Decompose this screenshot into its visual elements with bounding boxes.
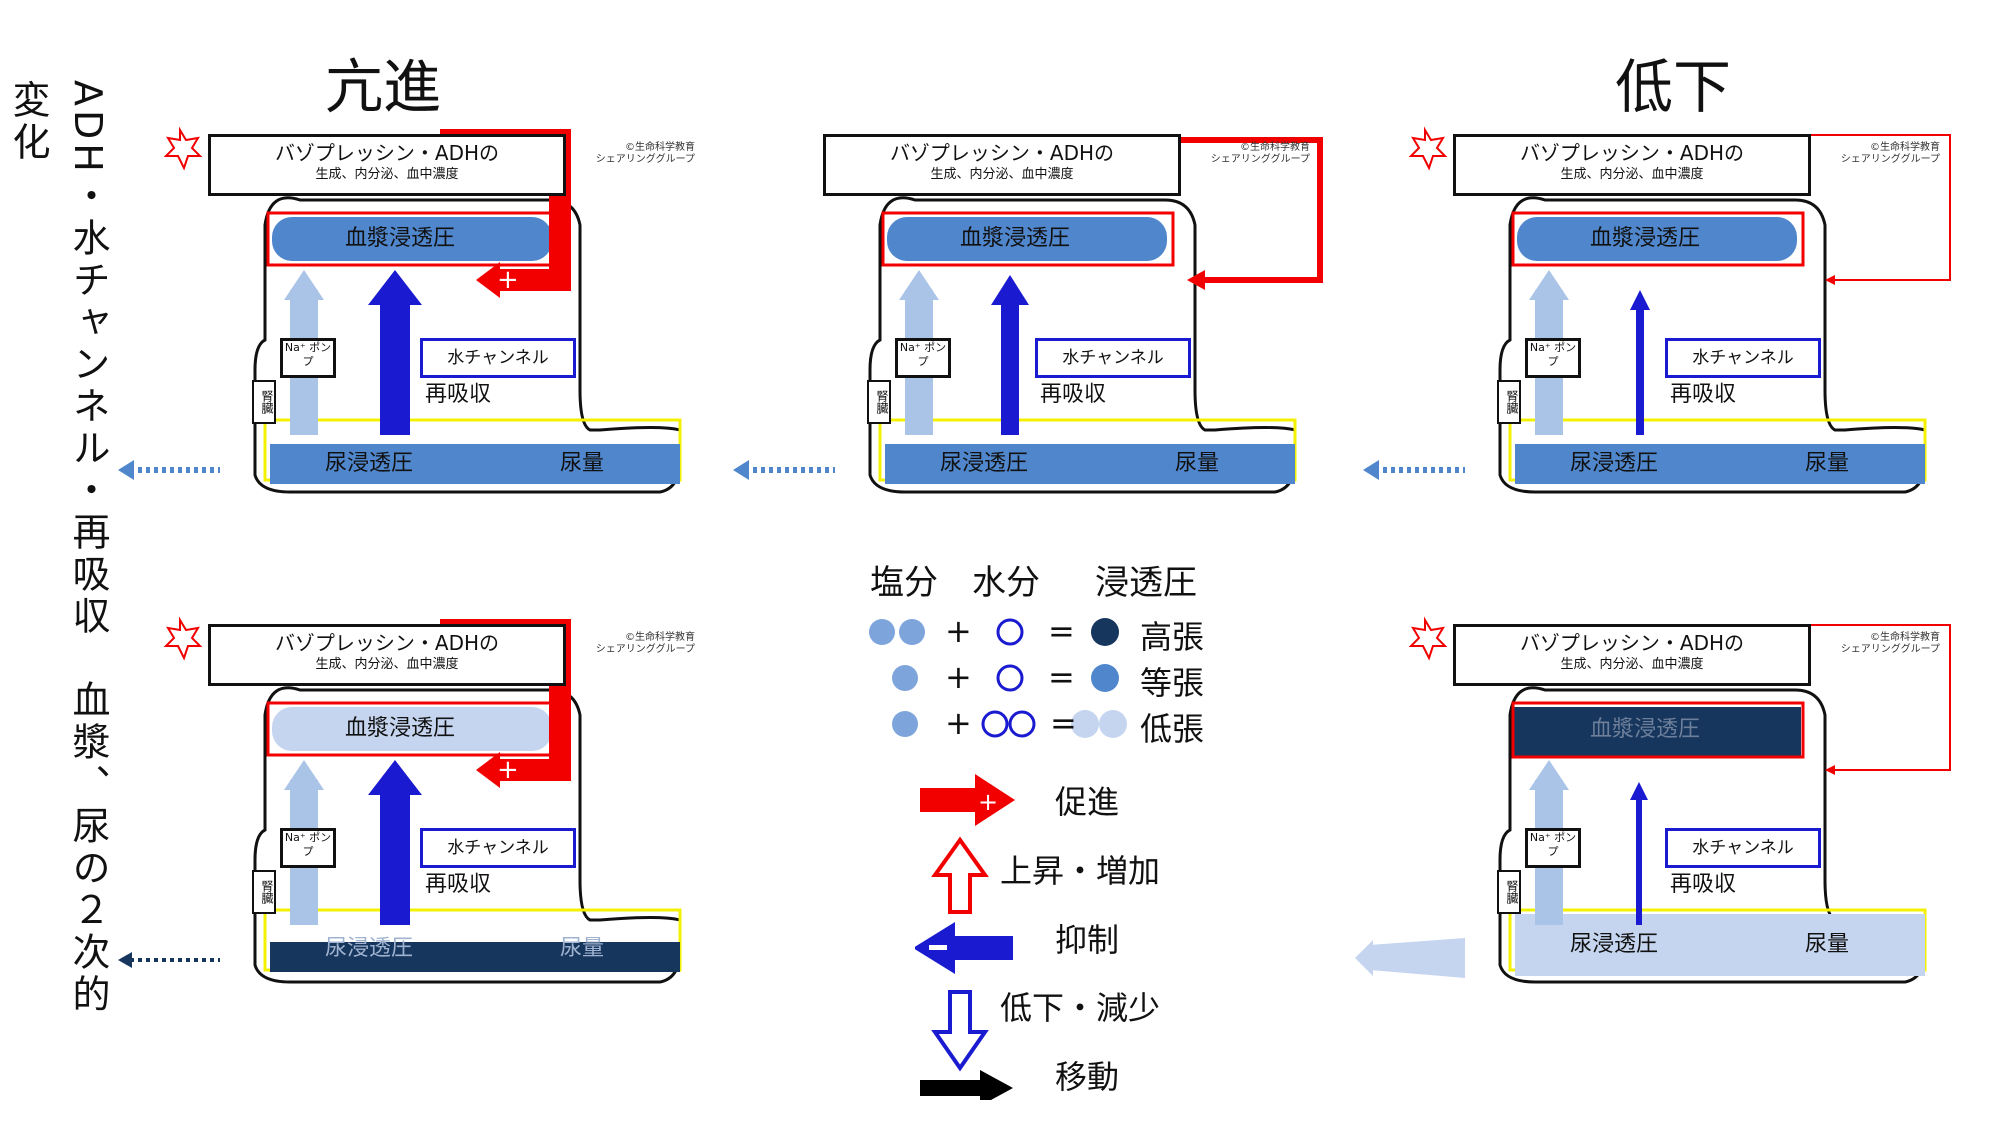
reabsorb-label: 再吸収 <box>1670 872 1737 897</box>
kidney-label: 腎臓 <box>252 380 276 424</box>
kidney-label: 腎臓 <box>867 380 891 424</box>
panel-decrease-bottom: バゾプレッシン・ADHの 生成、内分泌、血中濃度 ©生命科学教育シェアリンググル… <box>1355 616 1985 1000</box>
adh-subtitle: 生成、内分泌、血中濃度 <box>1560 167 1704 182</box>
legend-water-header: 水分 <box>972 563 1040 603</box>
adh-title: バゾプレッシン・ADHの <box>1519 631 1745 655</box>
adh-subtitle: 生成、内分泌、血中濃度 <box>315 657 459 672</box>
urine-volume-label: 尿量 <box>560 936 605 961</box>
legend-promote: 促進 <box>1055 783 1120 821</box>
rise-arrow-icon <box>931 836 989 914</box>
promote-arrow-icon <box>920 774 1015 826</box>
adh-box: バゾプレッシン・ADHの 生成、内分泌、血中濃度 <box>208 624 566 686</box>
water-channel-label: 水チャンネル <box>420 828 576 868</box>
reabsorb-label: 再吸収 <box>1670 382 1737 407</box>
legend-isotonic: 等張 <box>1140 664 1205 702</box>
legend-suppress: 抑制 <box>1055 921 1120 959</box>
plasma-label: 血漿浸透圧 <box>345 226 456 251</box>
svg-text:+: + <box>497 755 519 785</box>
adh-title: バゾプレッシン・ADHの <box>1519 141 1745 165</box>
adh-box: バゾプレッシン・ADHの 生成、内分泌、血中濃度 <box>208 134 566 196</box>
reabsorb-label: 再吸収 <box>1040 382 1107 407</box>
urine-volume-label: 尿量 <box>1805 451 1850 476</box>
urine-label: 尿浸透圧 <box>1570 932 1659 957</box>
svg-text:+: + <box>497 265 519 295</box>
copyright: ©生命科学教育シェアリンググループ <box>595 632 695 655</box>
side-title: ADH・水チャンネル・再吸収 血漿、尿の２次的変化 <box>6 80 110 1016</box>
panel-graphic <box>1355 616 1951 984</box>
na-pump-label: Na⁺ ポンプ <box>280 338 336 378</box>
legend-equals-1: = <box>1048 612 1075 650</box>
na-pump-label: Na⁺ ポンプ <box>1525 338 1581 378</box>
legend-salt-header: 塩分 <box>870 563 938 603</box>
legend-hypotonic: 低張 <box>1140 710 1205 748</box>
legend-plus-3: + <box>945 704 972 742</box>
copyright: ©生命科学教育シェアリンググループ <box>595 142 695 165</box>
legend-arrow-key: + <box>915 774 1015 1100</box>
panel-normal: バゾプレッシン・ADHの 生成、内分泌、血中濃度 ©生命科学教育シェアリンググル… <box>733 130 1355 510</box>
kidney-label: 腎臓 <box>252 870 276 914</box>
legend-hypertonic: 高張 <box>1140 618 1205 656</box>
legend-rise: 上昇・増加 <box>1000 852 1161 890</box>
legend-decline: 低下・減少 <box>1000 989 1161 1027</box>
legend-equals-3: = <box>1050 704 1077 742</box>
urine-volume-label: 尿量 <box>1175 451 1220 476</box>
water-channel-label: 水チャンネル <box>420 338 576 378</box>
urine-label: 尿浸透圧 <box>940 451 1029 476</box>
panel-graphic <box>733 137 1323 494</box>
heading-decrease: 低下 <box>1615 53 1732 121</box>
svg-text:+: + <box>978 788 998 816</box>
adh-box: バゾプレッシン・ADHの 生成、内分泌、血中濃度 <box>1453 624 1811 686</box>
adh-title: バゾプレッシン・ADHの <box>889 141 1115 165</box>
copyright: ©生命科学教育シェアリンググループ <box>1210 142 1310 165</box>
legend-plus-1: + <box>945 612 972 650</box>
adh-title: バゾプレッシン・ADHの <box>274 631 500 655</box>
legend-plus-2: + <box>945 658 972 696</box>
urine-label: 尿浸透圧 <box>1570 451 1659 476</box>
legend-osmotic-symbols <box>869 618 1127 738</box>
adh-title: バゾプレッシン・ADHの <box>274 141 500 165</box>
urine-label: 尿浸透圧 <box>325 451 414 476</box>
panel-increase-bottom: + バゾプレッシン・ADHの 生成、内分泌、血中濃度 ©生命科学教育シェアリング… <box>118 616 740 1000</box>
water-channel-label: 水チャンネル <box>1665 338 1821 378</box>
adh-subtitle: 生成、内分泌、血中濃度 <box>1560 657 1704 672</box>
urine-label: 尿浸透圧 <box>325 936 414 961</box>
urine-volume-label: 尿量 <box>560 451 605 476</box>
plasma-label: 血漿浸透圧 <box>345 716 456 741</box>
heading-increase: 亢進 <box>325 53 442 121</box>
na-pump-label: Na⁺ ポンプ <box>280 828 336 868</box>
decline-arrow-icon <box>931 990 989 1072</box>
reabsorb-label: 再吸収 <box>425 382 492 407</box>
copyright: ©生命科学教育シェアリンググループ <box>1840 142 1940 165</box>
adh-box: バゾプレッシン・ADHの 生成、内分泌、血中濃度 <box>1453 134 1811 196</box>
legend-move: 移動 <box>1055 1058 1120 1096</box>
plasma-label: 血漿浸透圧 <box>1590 226 1701 251</box>
na-pump-label: Na⁺ ポンプ <box>895 338 951 378</box>
panel-decrease-top: バゾプレッシン・ADHの 生成、内分泌、血中濃度 ©生命科学教育シェアリンググル… <box>1363 126 1985 510</box>
legend-equals-2: = <box>1048 658 1075 696</box>
urine-volume-label: 尿量 <box>1805 932 1850 957</box>
water-channel-label: 水チャンネル <box>1035 338 1191 378</box>
adh-subtitle: 生成、内分泌、血中濃度 <box>315 167 459 182</box>
na-pump-label: Na⁺ ポンプ <box>1525 828 1581 868</box>
plasma-label: 血漿浸透圧 <box>1590 717 1701 742</box>
panel-increase-top: + バゾプレッシン・ADHの 生成、内分泌、血中濃度 ©生命科学教育シェアリング… <box>118 126 740 510</box>
reabsorb-label: 再吸収 <box>425 872 492 897</box>
suppress-arrow-icon <box>915 922 1013 974</box>
adh-box: バゾプレッシン・ADHの 生成、内分泌、血中濃度 <box>823 134 1181 196</box>
move-arrow-icon <box>920 1070 1013 1100</box>
water-channel-label: 水チャンネル <box>1665 828 1821 868</box>
plasma-label: 血漿浸透圧 <box>960 226 1071 251</box>
legend-osmotic-header: 浸透圧 <box>1095 563 1197 603</box>
kidney-label: 腎臓 <box>1497 380 1521 424</box>
adh-subtitle: 生成、内分泌、血中濃度 <box>930 167 1074 182</box>
kidney-label: 腎臓 <box>1497 870 1521 914</box>
copyright: ©生命科学教育シェアリンググループ <box>1840 632 1940 655</box>
